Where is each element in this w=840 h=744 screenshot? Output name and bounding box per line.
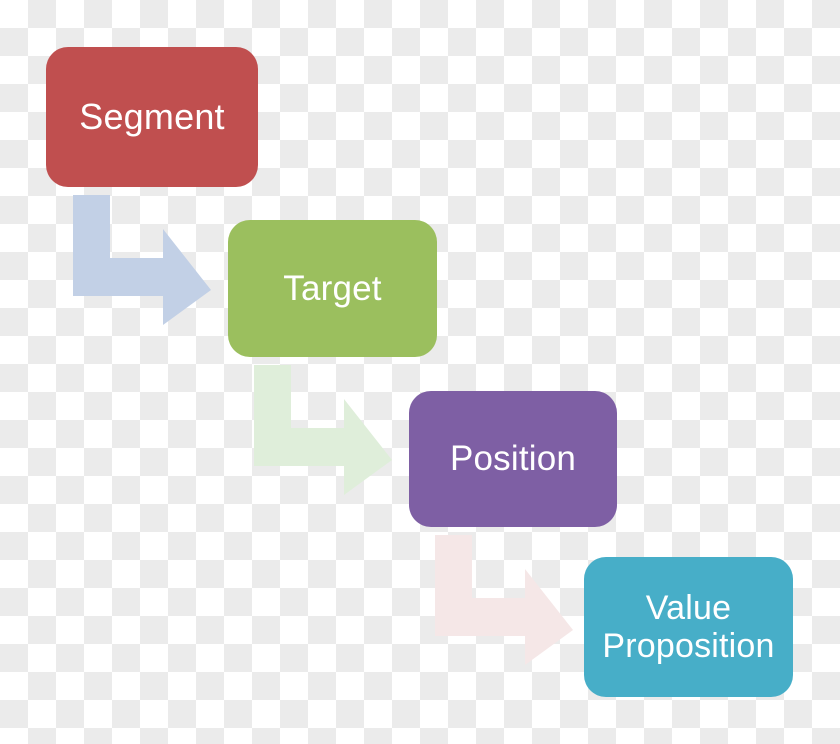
node-target-label: Target [283,268,382,308]
bent-arrow-right-icon [435,535,573,665]
node-position-label: Position [449,439,577,479]
node-value-proposition-label-line2: Proposition [602,627,775,665]
node-value-proposition-label-line1: Value [645,588,732,627]
node-target[interactable]: Target [228,220,437,357]
bent-arrow-right-icon [254,365,392,495]
node-value-proposition-label: Value Proposition [602,589,774,665]
connector-segment-to-target [66,188,216,328]
connector-target-to-position [247,358,397,498]
bent-arrow-right-icon [73,195,211,325]
node-value-proposition[interactable]: Value Proposition [584,557,793,697]
node-segment[interactable]: Segment [46,47,258,187]
node-position[interactable]: Position [409,391,617,527]
node-segment-label: Segment [79,95,225,137]
connector-position-to-value-proposition [428,528,578,668]
